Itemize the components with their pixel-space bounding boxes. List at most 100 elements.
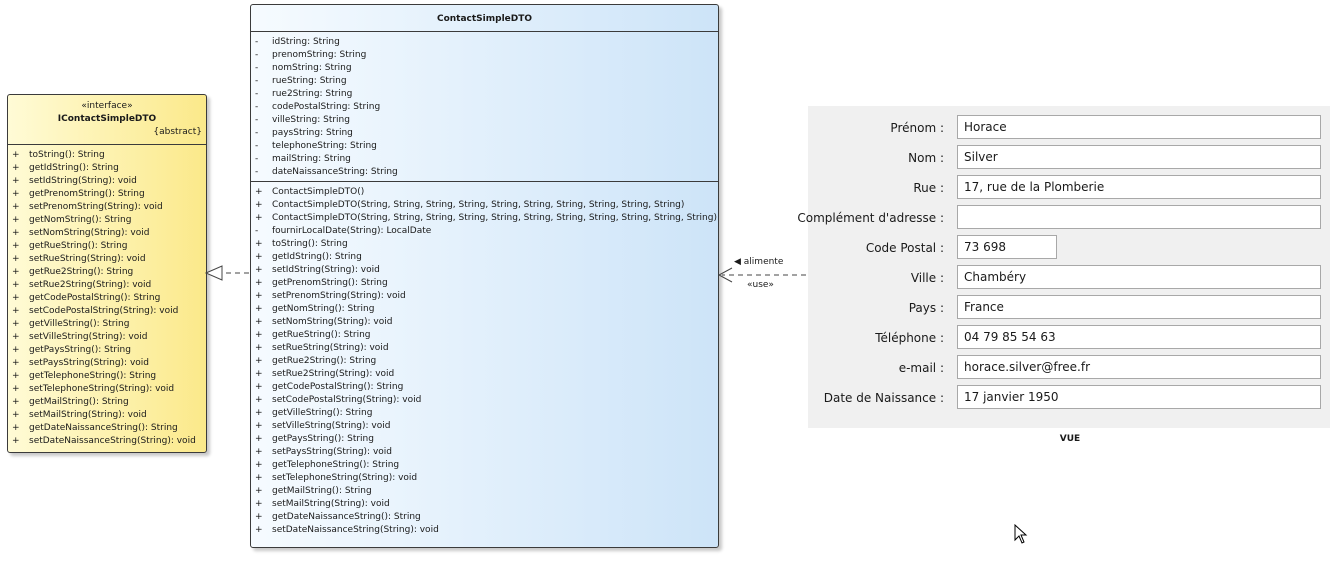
visibility-marker: +: [255, 356, 263, 366]
dto-operation-row: + ContactSimpleDTO(String, String, String…: [251, 212, 718, 225]
interface-operation-row: +toString(): String: [8, 149, 206, 162]
visibility-marker: +: [12, 332, 20, 342]
interface-class-box[interactable]: «interface» IContactSimpleDTO {abstract}…: [7, 94, 207, 453]
dto-class-box[interactable]: ContactSimpleDTO -idString: String-preno…: [250, 4, 719, 548]
visibility-marker: +: [12, 410, 20, 420]
field-input[interactable]: [957, 205, 1321, 229]
dto-operation-signature: setDateNaissanceString(String): void: [272, 525, 439, 535]
dto-attribute-signature: rueString: String: [272, 76, 347, 86]
visibility-marker: +: [12, 280, 20, 290]
visibility-marker: +: [12, 176, 20, 186]
dto-operation-signature: getVilleString(): String: [272, 408, 373, 418]
field-input[interactable]: Chambéry: [957, 265, 1321, 289]
visibility-marker: -: [255, 115, 259, 125]
visibility-marker: +: [255, 278, 263, 288]
interface-operation-signature: setTelephoneString(String): void: [29, 384, 175, 394]
dto-operation-signature: getPrenomString(): String: [272, 278, 388, 288]
visibility-marker: +: [12, 267, 20, 277]
field-input[interactable]: 04 79 85 54 63: [957, 325, 1321, 349]
interface-operation-signature: setRue2String(String): void: [29, 280, 152, 290]
visibility-marker: -: [255, 226, 259, 236]
interface-operation-row: +setPaysString(String): void: [8, 357, 206, 370]
dto-operation-signature: getPaysString(): String: [272, 434, 374, 444]
field-input[interactable]: 17, rue de la Plomberie: [957, 175, 1321, 199]
field-input[interactable]: horace.silver@free.fr: [957, 355, 1321, 379]
form-row: e-mail : horace.silver@free.fr: [808, 355, 1330, 381]
dto-attribute-row: -dateNaissanceString: String: [251, 166, 718, 179]
interface-operation-row: +setRueString(String): void: [8, 253, 206, 266]
interface-operation-signature: getPaysString(): String: [29, 345, 131, 355]
use-stereotype-label: «use»: [747, 280, 774, 290]
dto-operation-row: + getRue2String(): String: [251, 355, 718, 368]
dto-operation-signature: ContactSimpleDTO(String, String, String,…: [272, 213, 717, 223]
dto-attribute-signature: villeString: String: [272, 115, 350, 125]
dto-attribute-row: -rueString: String: [251, 75, 718, 88]
form-row: Date de Naissance :17 janvier 1950: [808, 385, 1330, 411]
field-label: Ville :: [910, 271, 944, 285]
visibility-marker: -: [255, 102, 259, 112]
interface-operation-row: +getNomString(): String: [8, 214, 206, 227]
use-dependency-arrowhead: [717, 267, 733, 283]
visibility-marker: +: [12, 319, 20, 329]
visibility-marker: +: [255, 213, 263, 223]
visibility-marker: +: [12, 371, 20, 381]
dto-attribute-signature: prenomString: String: [272, 50, 367, 60]
visibility-marker: +: [12, 384, 20, 394]
interface-operation-row: +getVilleString(): String: [8, 318, 206, 331]
dto-attribute-row: -rue2String: String: [251, 88, 718, 101]
visibility-marker: +: [12, 254, 20, 264]
interface-operation-row: +getIdString(): String: [8, 162, 206, 175]
dto-operation-signature: getRue2String(): String: [272, 356, 377, 366]
visibility-marker: -: [255, 141, 259, 151]
interface-operations: +toString(): String+getIdString(): Strin…: [8, 145, 206, 448]
dto-attribute-row: -paysString: String: [251, 127, 718, 140]
dto-operation-row: +getIdString(): String: [251, 251, 718, 264]
interface-abstract-modifier: {abstract}: [153, 127, 202, 137]
field-input[interactable]: Horace: [957, 115, 1321, 139]
dto-operation-signature: setTelephoneString(String): void: [272, 473, 418, 483]
dto-class-name: ContactSimpleDTO: [436, 14, 533, 24]
visibility-marker: +: [255, 395, 263, 405]
visibility-marker: +: [255, 512, 263, 522]
interface-operation-signature: getRue2String(): String: [29, 267, 134, 277]
visibility-marker: +: [12, 345, 20, 355]
visibility-marker: +: [255, 421, 263, 431]
field-input[interactable]: 17 janvier 1950: [957, 385, 1321, 409]
mouse-pointer-icon: [1014, 524, 1028, 544]
dto-operation-signature: getRueString(): String: [272, 330, 371, 340]
interface-operation-signature: setMailString(String): void: [29, 410, 147, 420]
dto-operation-signature: toString(): String: [272, 239, 348, 249]
dto-operation-row: +setCodePostalString(String): void: [251, 394, 718, 407]
dto-operation-signature: fournirLocalDate(String): LocalDate: [272, 226, 432, 236]
dto-attributes: -idString: String-prenomString: String-n…: [251, 32, 718, 182]
field-label: e-mail :: [898, 361, 944, 375]
dto-attribute-signature: idString: String: [272, 37, 340, 47]
interface-operation-row: + getRue2String(): String: [8, 266, 206, 279]
field-label: Complément d'adresse :: [797, 211, 944, 225]
visibility-marker: +: [255, 317, 263, 327]
form-row: Rue :17, rue de la Plomberie: [808, 175, 1330, 201]
field-input[interactable]: 73 698: [957, 235, 1057, 259]
realization-arrowhead: [204, 265, 223, 281]
dto-operation-row: + getPrenomString(): String: [251, 277, 718, 290]
interface-operation-row: + setTelephoneString(String): void: [8, 383, 206, 396]
dto-operation-signature: getNomString(): String: [272, 304, 375, 314]
dto-operation-row: +setDateNaissanceString(String): void: [251, 524, 718, 537]
field-label: Prénom :: [890, 121, 944, 135]
dto-operation-row: +getNomString(): String: [251, 303, 718, 316]
interface-operation-row: + getPaysString(): String: [8, 344, 206, 357]
field-input[interactable]: France: [957, 295, 1321, 319]
dto-attribute-row: -telephoneString: String: [251, 140, 718, 153]
dto-operation-row: +setVilleString(String): void: [251, 420, 718, 433]
dto-operation-signature: getCodePostalString(): String: [272, 382, 404, 392]
dto-operation-signature: setMailString(String): void: [272, 499, 390, 509]
interface-operation-signature: setVilleString(String): void: [29, 332, 148, 342]
interface-operation-row: +getDateNaissanceString(): String: [8, 422, 206, 435]
dto-attribute-row: -codePostalString: String: [251, 101, 718, 114]
dto-attribute-signature: paysString: String: [272, 128, 353, 138]
interface-operation-signature: getTelephoneString(): String: [29, 371, 157, 381]
field-input[interactable]: Silver: [957, 145, 1321, 169]
visibility-marker: -: [255, 37, 259, 47]
dto-attribute-row: -prenomString: String: [251, 49, 718, 62]
